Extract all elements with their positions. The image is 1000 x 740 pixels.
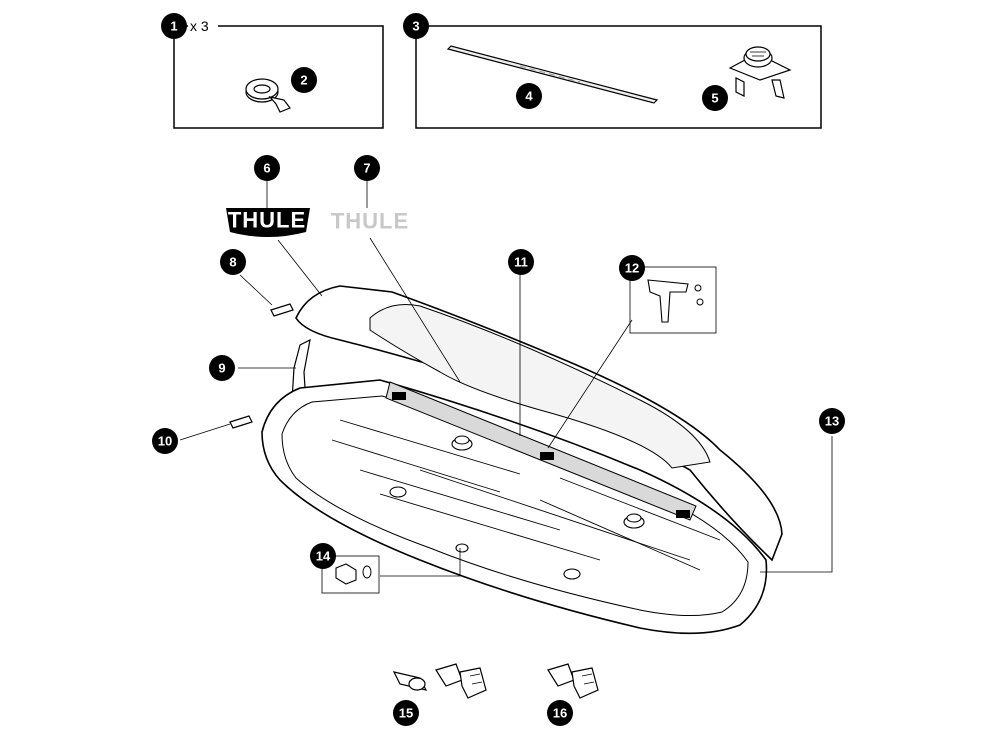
key-part-16 [547,663,599,699]
callout-10: 10 [152,428,178,454]
callout-2-label: 2 [300,73,307,88]
callout-15: 15 [393,700,419,726]
callout-14: 14 [310,543,336,569]
callout-15-label: 15 [399,706,413,721]
callout-12: 12 [619,255,645,281]
callout-13-label: 13 [825,414,839,429]
quantity-label: x 3 [190,18,209,34]
pad-part-8 [270,303,294,317]
thule-logo-black: THULE [226,208,310,237]
callout-2: 2 [291,67,317,93]
mount-knob-part [728,46,792,99]
logo-black-text: THULE [228,208,306,233]
base-knobs [389,435,645,580]
callout-1: 1 [161,13,187,39]
callout-9: 9 [209,355,235,381]
roof-box-body [261,285,783,635]
nut-detail-box [321,555,380,594]
callout-5: 5 [702,85,728,111]
callout-10-label: 10 [158,434,172,449]
base-rail-strip [385,381,697,521]
callout-16-label: 16 [553,706,567,721]
callout-6-label: 6 [263,161,270,176]
callout-13: 13 [819,408,845,434]
callout-11-label: 11 [514,255,528,270]
thule-logo-grey: THULE [331,209,409,234]
callout-7: 7 [354,155,380,181]
pad-part-10 [229,415,253,429]
callout-5-label: 5 [711,91,718,106]
callout-8: 8 [220,249,246,275]
logo-grey-text: THULE [331,209,409,234]
callout-4-label: 4 [525,89,533,104]
callout-11: 11 [508,249,534,275]
rail-part [446,45,659,104]
callout-8-label: 8 [229,255,236,270]
callout-16: 16 [547,700,573,726]
strap-part [245,78,291,113]
box-strap-kit [173,25,384,129]
callout-6: 6 [254,155,280,181]
box-mounting-kit [415,25,822,129]
callout-12-label: 12 [625,261,639,276]
lock-cylinder-part [392,671,428,691]
key-part-15 [435,663,487,699]
callout-markers: 1 2 3 4 5 6 7 8 9 10 11 12 13 14 15 16 [152,13,845,726]
bracket-detail-box [629,266,717,334]
callout-3: 3 [403,13,429,39]
callout-3-label: 3 [412,19,419,34]
callout-9-label: 9 [218,361,225,376]
leader-lines [179,180,833,577]
callout-1-label: 1 [170,19,177,34]
callout-4: 4 [516,83,542,109]
callout-7-label: 7 [363,161,370,176]
callout-14-label: 14 [316,549,331,564]
